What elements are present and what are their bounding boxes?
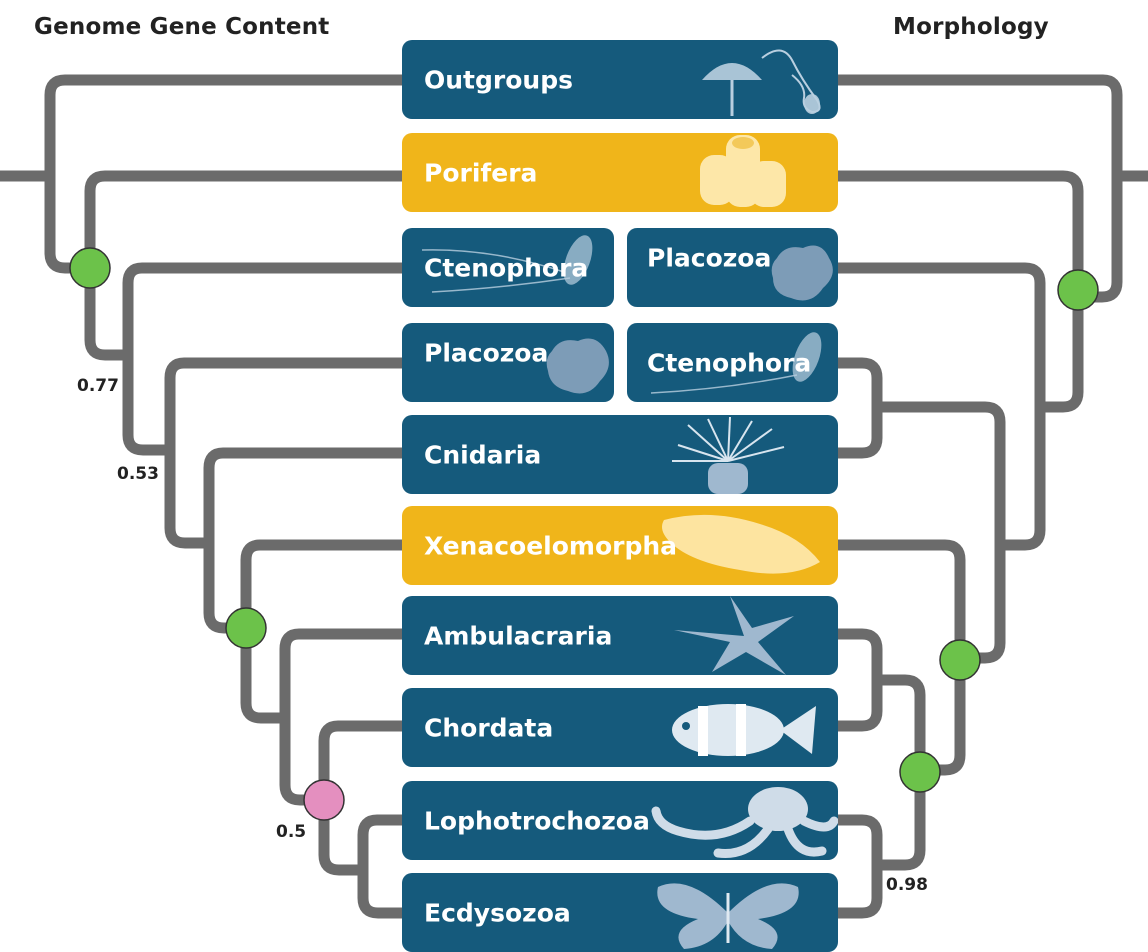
- taxon-cnidaria: Cnidaria: [402, 415, 838, 494]
- starfish-icon: [654, 596, 824, 675]
- taxon-placozoa-right: Placozoa: [627, 228, 838, 307]
- taxon-label-chordata: Chordata: [424, 713, 553, 742]
- taxon-label-ctenophora-left: Ctenophora: [424, 253, 588, 282]
- taxon-ctenophora-left: Ctenophora: [402, 228, 614, 307]
- sea-anemone-icon: [648, 415, 808, 494]
- taxon-label-xenacoelomorpha: Xenacoelomorpha: [424, 531, 677, 560]
- right-node-placozoa-rest: [1058, 270, 1098, 310]
- right-tree-heading: Morphology: [893, 14, 1049, 40]
- taxon-label-placozoa-right: Placozoa: [647, 244, 771, 273]
- sponge-icon: [664, 133, 814, 212]
- clownfish-icon: [652, 688, 822, 767]
- taxon-chordata: Chordata: [402, 688, 838, 767]
- left-tree-heading: Genome Gene Content: [34, 14, 330, 40]
- taxon-xenacoelomorpha: Xenacoelomorpha: [402, 506, 838, 585]
- octopus-icon: [638, 781, 838, 860]
- taxon-porifera: Porifera: [402, 133, 838, 212]
- taxon-label-cnidaria: Cnidaria: [424, 440, 541, 469]
- right-node-deuterostomia: [900, 752, 940, 792]
- support-value-077: 0.77: [77, 376, 119, 396]
- taxon-ecdysozoa: Ecdysozoa: [402, 873, 838, 952]
- support-value-05: 0.5: [276, 822, 306, 842]
- taxon-outgroups: Outgroups: [402, 40, 838, 119]
- right-branch-ctenophora: [838, 363, 1000, 658]
- taxon-label-lophotrochozoa: Lophotrochozoa: [424, 806, 650, 835]
- left-node-xenacoelomorpha-rest: [226, 608, 266, 648]
- right-branch-lophotrochozoa: [838, 820, 877, 913]
- taxon-label-porifera: Porifera: [424, 158, 537, 187]
- taxon-label-ecdysozoa: Ecdysozoa: [424, 898, 571, 927]
- support-value-098: 0.98: [886, 875, 928, 895]
- left-node-porifera-rest: [70, 248, 110, 288]
- taxon-label-ambulacraria: Ambulacraria: [424, 621, 612, 650]
- left-branch-ambulacraria: [285, 634, 402, 800]
- butterfly-icon: [638, 873, 818, 952]
- taxon-label-outgroups: Outgroups: [424, 65, 573, 94]
- taxon-label-placozoa-left: Placozoa: [424, 339, 548, 368]
- taxon-ctenophora-right: Ctenophora: [627, 323, 838, 402]
- support-value-053: 0.53: [117, 464, 159, 484]
- taxon-lophotrochozoa: Lophotrochozoa: [402, 781, 838, 860]
- left-node-deuterostomia: [304, 780, 344, 820]
- taxon-label-ctenophora-right: Ctenophora: [647, 348, 811, 377]
- taxon-ambulacraria: Ambulacraria: [402, 596, 838, 675]
- jellyfish-choanoflagellate-icon: [642, 40, 832, 119]
- right-node-bilateria: [940, 640, 980, 680]
- taxon-placozoa-left: Placozoa: [402, 323, 614, 402]
